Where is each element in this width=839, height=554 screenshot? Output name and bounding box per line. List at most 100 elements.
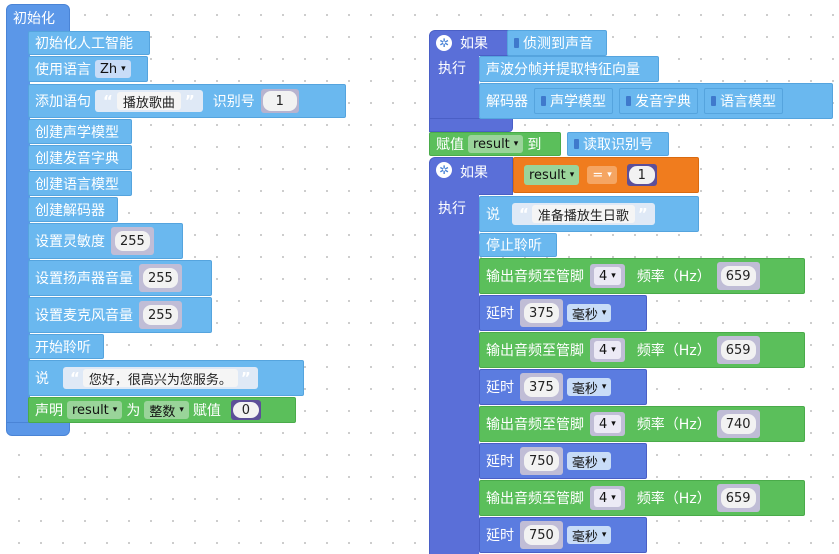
set-speaker-volume-block[interactable]: 设置扬声器音量 255	[28, 260, 212, 296]
sentence-string[interactable]: “播放歌曲”	[95, 90, 203, 112]
say-block[interactable]: 说 “您好，很高兴为您服务。”	[28, 360, 304, 396]
pin-dropdown[interactable]: 4▾	[594, 267, 621, 285]
delay-number-block[interactable]: 750	[520, 521, 563, 549]
create-decoder-block[interactable]: 创建解码器	[28, 197, 118, 222]
speaker-number-block[interactable]: 255	[139, 264, 182, 292]
add-sentence-label: 添加语句	[35, 94, 91, 110]
speaker-number-field[interactable]: 255	[143, 268, 178, 288]
chevron-down-icon: ▾	[611, 493, 616, 503]
assign-label: 赋值	[192, 403, 221, 419]
say2-string[interactable]: “准备播放生日歌”	[512, 203, 655, 225]
tone-block-3[interactable]: 输出音频至管脚 4▾ 频率（Hz） 740	[479, 406, 805, 442]
delay-block-1[interactable]: 延时 375 毫秒▾	[479, 295, 647, 331]
ms-dropdown[interactable]: 毫秒▾	[566, 526, 612, 545]
freq-number-field[interactable]: 659	[720, 266, 756, 286]
compare-block[interactable]: result▾ =▾ 1	[513, 157, 699, 193]
freq-number-block[interactable]: 740	[716, 410, 760, 438]
delay-number-field[interactable]: 750	[524, 451, 559, 471]
ms-dropdown[interactable]: 毫秒▾	[566, 304, 612, 323]
pin-value: 4	[599, 342, 608, 358]
if-compare-block[interactable]: ✲ 如果	[429, 157, 513, 195]
create-lang-model-block[interactable]: 创建语言模型	[28, 171, 132, 196]
pin-dropdown[interactable]: 4▾	[594, 341, 621, 359]
detect-sound-block[interactable]: 侦测到声音	[507, 30, 607, 56]
read-id-block[interactable]: 读取识别号	[567, 132, 669, 156]
start-listen-block[interactable]: 开始聆听	[28, 334, 104, 359]
pin-dropdown[interactable]: 4▾	[594, 489, 621, 507]
set-mic-volume-block[interactable]: 设置麦克风音量 255	[28, 297, 212, 333]
pron-dict-block[interactable]: 发音字典	[619, 88, 698, 114]
create-dict-block[interactable]: 创建发音字典	[28, 145, 132, 170]
if-detect-block[interactable]: ✲ 如果	[429, 30, 513, 56]
gear-icon[interactable]: ✲	[436, 35, 452, 51]
pin-block[interactable]: 4▾	[590, 338, 625, 362]
delay-block-3[interactable]: 延时 750 毫秒▾	[479, 443, 647, 479]
say-text-field[interactable]: 您好，很高兴为您服务。	[82, 369, 238, 388]
delay-block-2[interactable]: 延时 375 毫秒▾	[479, 369, 647, 405]
freq-number-block[interactable]: 659	[716, 262, 760, 290]
pin-dropdown[interactable]: 4▾	[594, 415, 621, 433]
compare-var-dropdown[interactable]: result▾	[524, 165, 580, 185]
tone-block-1[interactable]: 输出音频至管脚 4▾ 频率（Hz） 659	[479, 258, 805, 294]
pin-block[interactable]: 4▾	[590, 412, 625, 436]
acoustic-model-block[interactable]: 声学模型	[534, 88, 613, 114]
say-string[interactable]: “您好，很高兴为您服务。”	[63, 367, 258, 389]
operator-dropdown[interactable]: =▾	[587, 166, 617, 184]
set-sensitivity-block[interactable]: 设置灵敏度 255	[28, 223, 183, 259]
delay-block-4[interactable]: 延时 750 毫秒▾	[479, 517, 647, 553]
delay-number-field[interactable]: 375	[524, 303, 559, 323]
read-id-label: 读取识别号	[583, 137, 653, 153]
ai-init-block[interactable]: 初始化人工智能	[28, 31, 150, 55]
ms-dropdown[interactable]: 毫秒▾	[566, 378, 612, 397]
freq-number-block[interactable]: 659	[716, 336, 760, 364]
add-sentence-block[interactable]: 添加语句 “播放歌曲” 识别号 1	[28, 84, 346, 118]
use-language-block[interactable]: 使用语言 Zh▾	[28, 56, 148, 82]
language-dropdown[interactable]: Zh▾	[95, 60, 131, 78]
stop-listen-block[interactable]: 停止聆听	[479, 233, 557, 257]
pron-dict-label: 发音字典	[635, 94, 691, 110]
gear-icon[interactable]: ✲	[436, 162, 452, 178]
init-hat-block[interactable]: 初始化	[6, 4, 70, 32]
start-listen-label: 开始聆听	[35, 339, 91, 356]
delay-number-block[interactable]: 375	[520, 373, 563, 401]
sensitivity-number-field[interactable]: 255	[115, 231, 150, 251]
freq-number-field[interactable]: 659	[720, 488, 756, 508]
extract-features-block[interactable]: 声波分帧并提取特征向量	[479, 56, 659, 82]
type-dropdown[interactable]: 整数▾	[144, 401, 189, 420]
delay-number-field[interactable]: 375	[524, 377, 559, 397]
delay-number-block[interactable]: 375	[520, 299, 563, 327]
sensitivity-number-block[interactable]: 255	[111, 227, 154, 255]
compare-number-block[interactable]: 1	[626, 164, 657, 186]
pin-block[interactable]: 4▾	[590, 486, 625, 510]
create-acoustic-block[interactable]: 创建声学模型	[28, 119, 132, 144]
delay-label: 延时	[486, 306, 514, 322]
language-value: Zh	[100, 61, 118, 77]
chevron-down-icon: ▾	[611, 271, 616, 281]
assign-result-block[interactable]: 赋值 result▾ 到	[429, 132, 561, 156]
id-number-field[interactable]: 1	[262, 91, 297, 111]
exec1-label: 执行	[438, 61, 466, 77]
freq-number-field[interactable]: 740	[720, 414, 756, 434]
compare-number-field[interactable]: 1	[628, 166, 655, 184]
ms-dropdown[interactable]: 毫秒▾	[566, 452, 612, 471]
freq-number-block[interactable]: 659	[716, 484, 760, 512]
mic-number-block[interactable]: 255	[139, 301, 182, 329]
pin-block[interactable]: 4▾	[590, 264, 625, 288]
mic-number-field[interactable]: 255	[143, 305, 178, 325]
tone-block-2[interactable]: 输出音频至管脚 4▾ 频率（Hz） 659	[479, 332, 805, 368]
say2-text-field[interactable]: 准备播放生日歌	[531, 205, 635, 224]
result-var-dropdown[interactable]: result▾	[468, 135, 524, 153]
delay-number-block[interactable]: 750	[520, 447, 563, 475]
var-name-dropdown[interactable]: result▾	[67, 401, 123, 419]
lang-model-block[interactable]: 语言模型	[704, 88, 783, 114]
declare-var-block[interactable]: 声明 result▾ 为 整数▾ 赋值 0	[28, 397, 296, 423]
assign-number-block[interactable]: 0	[230, 400, 261, 420]
say2-block[interactable]: 说 “准备播放生日歌”	[479, 196, 699, 232]
freq-number-field[interactable]: 659	[720, 340, 756, 360]
tone-block-4[interactable]: 输出音频至管脚 4▾ 频率（Hz） 659	[479, 480, 805, 516]
assign-number-field[interactable]: 0	[232, 402, 259, 418]
delay-number-field[interactable]: 750	[524, 525, 559, 545]
decoder-block[interactable]: 解码器 声学模型 发音字典 语言模型	[479, 83, 833, 119]
id-number-block[interactable]: 1	[260, 89, 299, 113]
sentence-text-field[interactable]: 播放歌曲	[116, 92, 181, 111]
